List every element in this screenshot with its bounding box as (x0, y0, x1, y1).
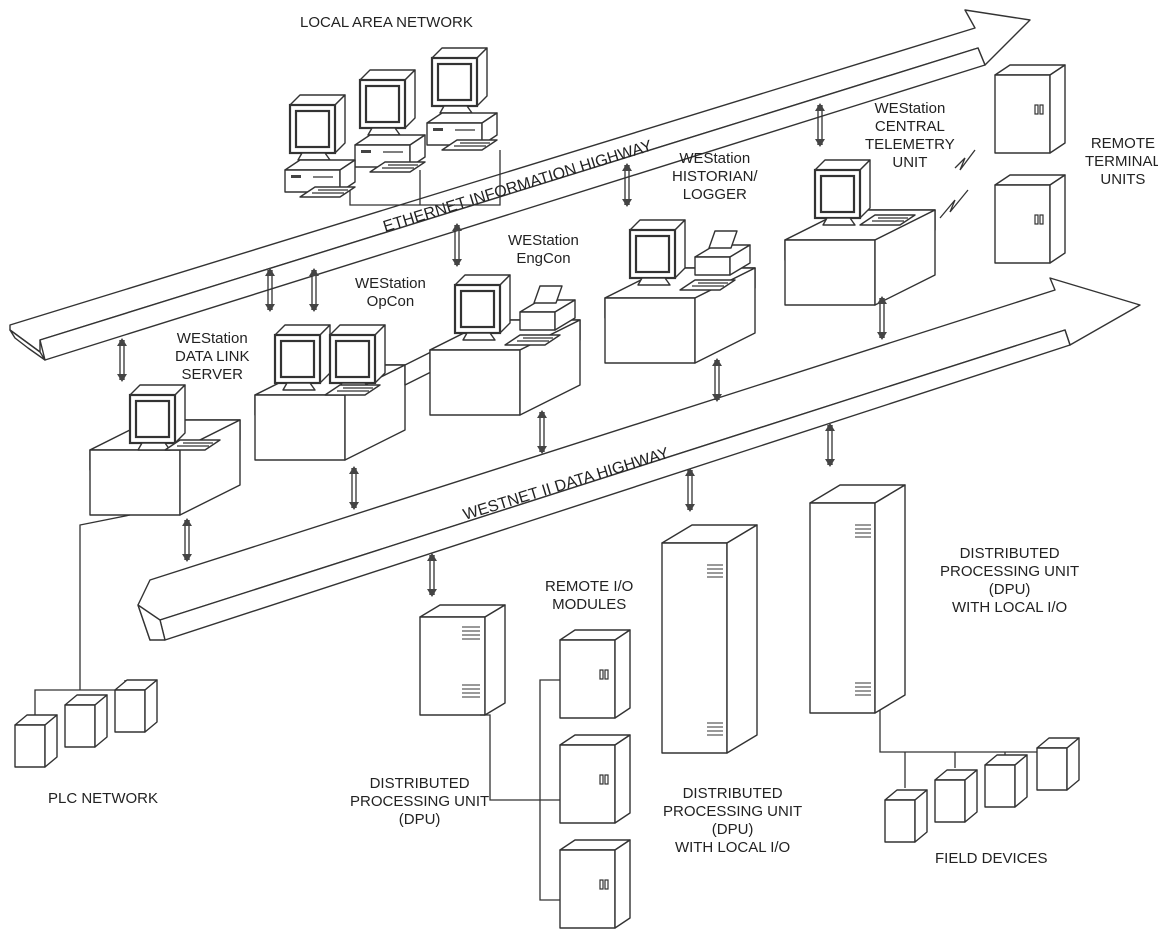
dpu-local-io-center-label: DISTRIBUTED PROCESSING UNIT (DPU) WITH L… (663, 785, 802, 857)
radio-link-icon (940, 190, 968, 218)
dpu-label: DISTRIBUTED PROCESSING UNIT (DPU) (350, 775, 489, 829)
dpu-cabinet (420, 553, 560, 800)
dpu-local-io-right-cabinet (810, 423, 905, 713)
data-link-server-label: WEStation DATA LINK SERVER (175, 330, 249, 384)
remote-terminal-label: REMOTE TERMINAL UNITS (1085, 135, 1158, 189)
plc-network-label: PLC NETWORK (48, 790, 158, 808)
radio-link-icon (955, 150, 975, 170)
dpu-local-io-right-label: DISTRIBUTED PROCESSING UNIT (DPU) WITH L… (940, 545, 1079, 617)
local-area-network-pcs (285, 48, 500, 205)
plc-network (15, 515, 157, 767)
central-telemetry-label: WEStation CENTRAL TELEMETRY UNIT (865, 100, 955, 172)
remote-io-modules (540, 630, 630, 928)
historian-label: WEStation HISTORIAN/ LOGGER (672, 150, 758, 204)
opcon-label: WEStation OpCon (355, 275, 426, 311)
engcon-label: WEStation EngCon (508, 232, 579, 268)
local-area-network-label: LOCAL AREA NETWORK (300, 14, 473, 32)
field-devices (880, 710, 1079, 842)
dpu-local-io-center-cabinet (662, 468, 757, 753)
remote-io-label: REMOTE I/O MODULES (545, 578, 633, 614)
remote-terminal-units (995, 65, 1065, 263)
field-devices-label: FIELD DEVICES (935, 850, 1048, 868)
